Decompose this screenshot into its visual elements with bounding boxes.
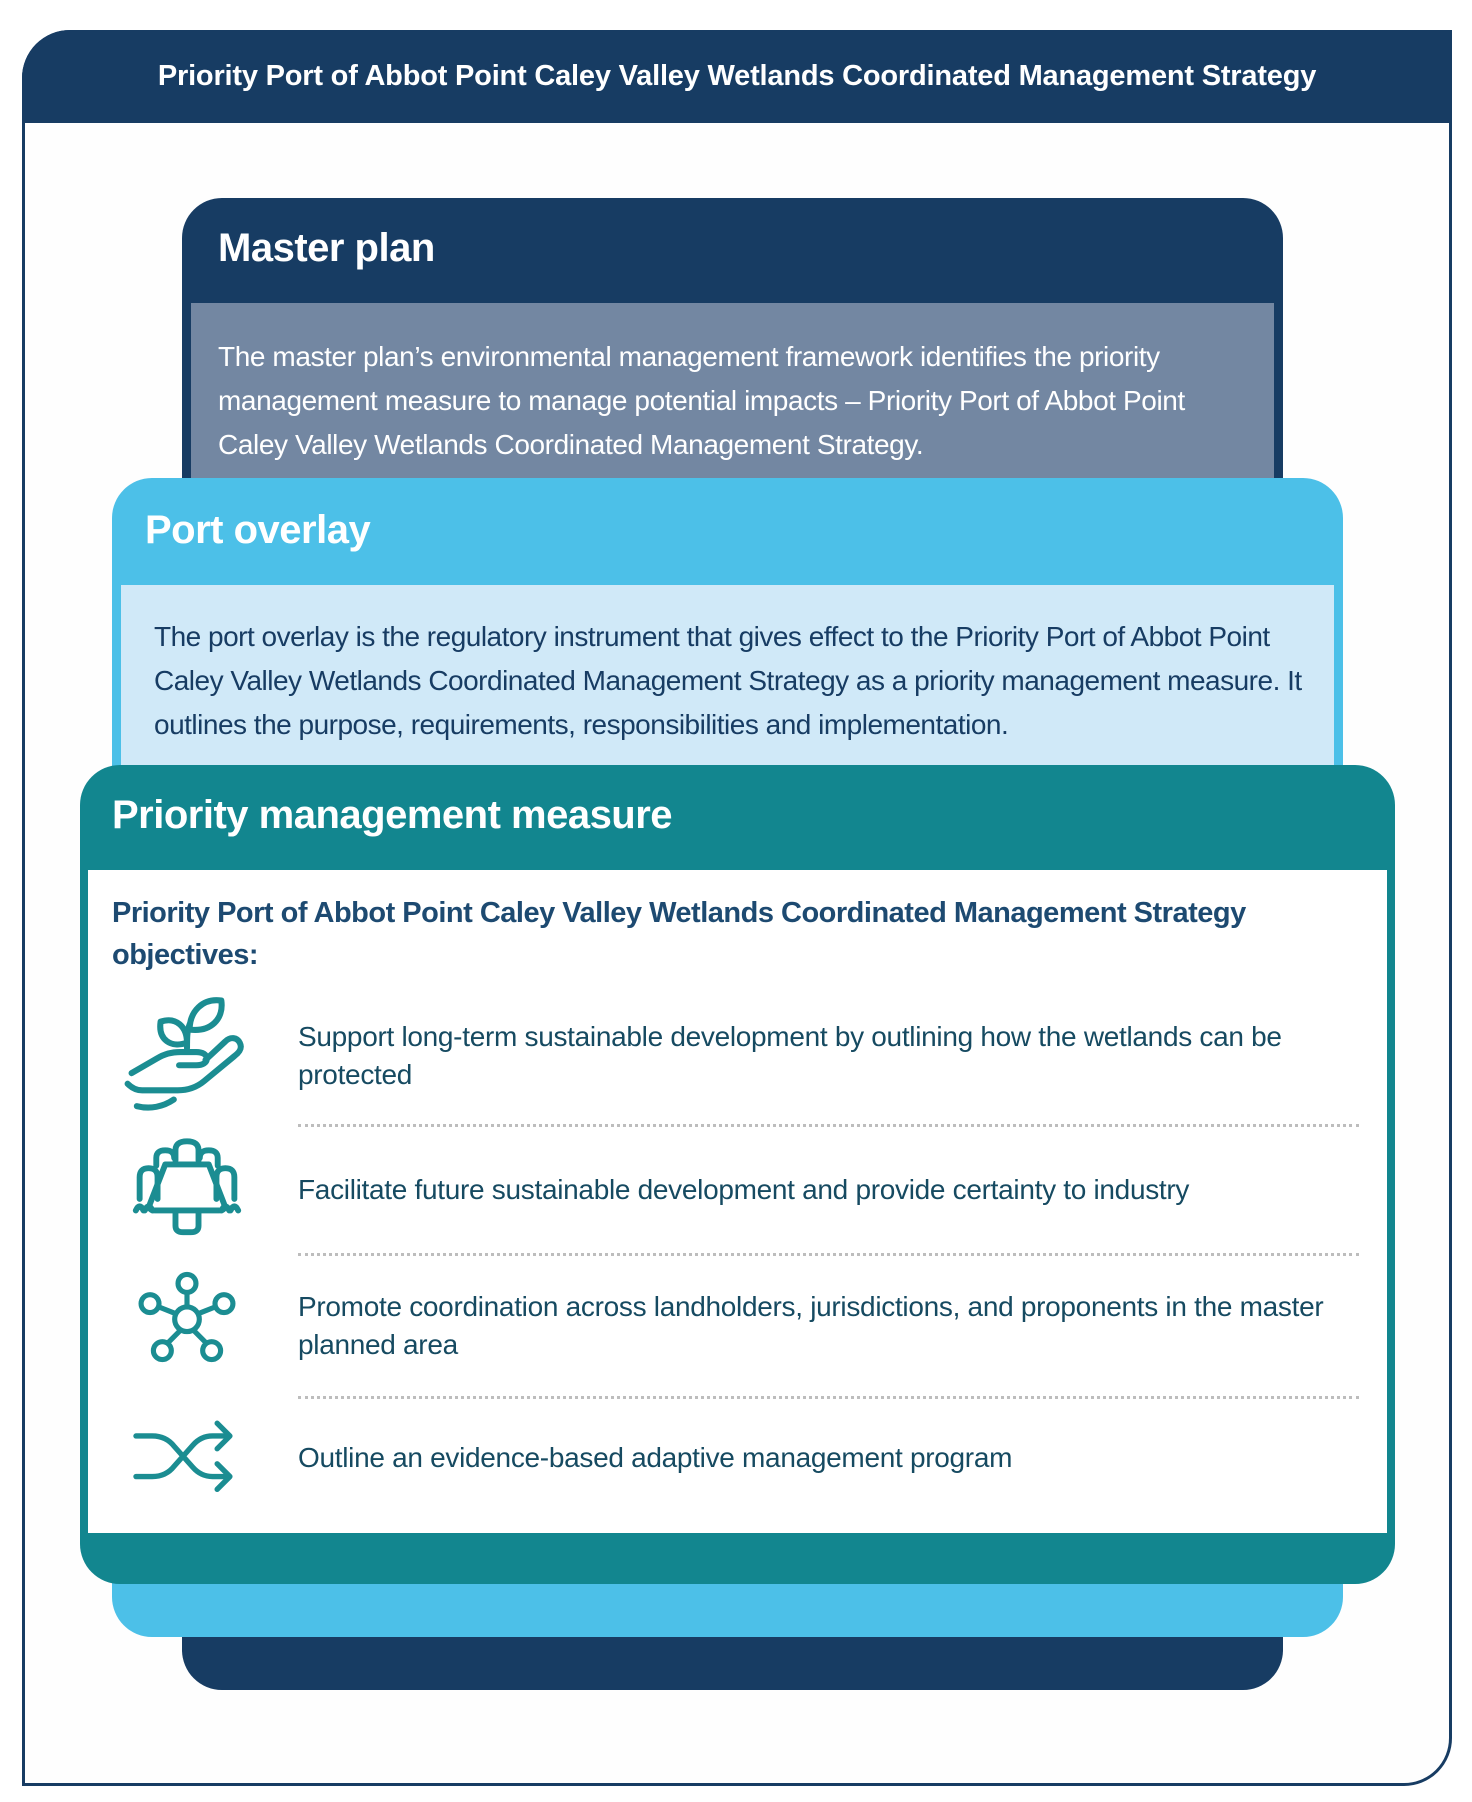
- port-overlay-body-text: The port overlay is the regulatory instr…: [154, 621, 1302, 740]
- dotted-separator: [298, 1396, 1359, 1399]
- objective-icon-cell: [112, 1126, 262, 1254]
- meeting-table-icon: [132, 1138, 242, 1236]
- objective-text: Facilitate future sustainable developmen…: [298, 1174, 1190, 1205]
- port-overlay-title: Port overlay: [145, 508, 371, 552]
- objective-icon-cell: [112, 1270, 262, 1382]
- objectives-heading: Priority Port of Abbot Point Caley Valle…: [112, 897, 1246, 971]
- dotted-separator: [298, 1124, 1359, 1127]
- objective-row: Facilitate future sustainable developmen…: [112, 1127, 1359, 1253]
- objective-row: Outline an evidence-based adaptive manag…: [112, 1399, 1359, 1517]
- priority-management-measure-card: Priority management measure Priority Por…: [80, 765, 1395, 1584]
- hand-plant-icon: [124, 997, 244, 1111]
- page-title: Priority Port of Abbot Point Caley Valle…: [157, 60, 1317, 92]
- master-plan-title: Master plan: [218, 226, 435, 270]
- objective-row: Promote coordination across landholders,…: [112, 1256, 1359, 1396]
- page-header-bar: Priority Port of Abbot Point Caley Valle…: [22, 30, 1452, 123]
- dotted-separator: [298, 1253, 1359, 1256]
- network-icon: [138, 1271, 236, 1363]
- master-plan-body-text: The master plan’s environmental manageme…: [218, 341, 1185, 460]
- objectives-panel: Priority Port of Abbot Point Caley Valle…: [88, 870, 1387, 1533]
- shuffle-arrows-icon: [133, 1420, 233, 1492]
- priority-management-measure-title: Priority management measure: [112, 793, 673, 837]
- objective-text: Outline an evidence-based adaptive manag…: [298, 1442, 1013, 1473]
- objective-text: Promote coordination across landholders,…: [298, 1291, 1324, 1360]
- objective-row: Support long-term sustainable developmen…: [112, 988, 1359, 1124]
- objective-icon-cell: [112, 990, 262, 1122]
- objective-text: Support long-term sustainable developmen…: [298, 1021, 1282, 1090]
- objective-icon-cell: [112, 1400, 262, 1516]
